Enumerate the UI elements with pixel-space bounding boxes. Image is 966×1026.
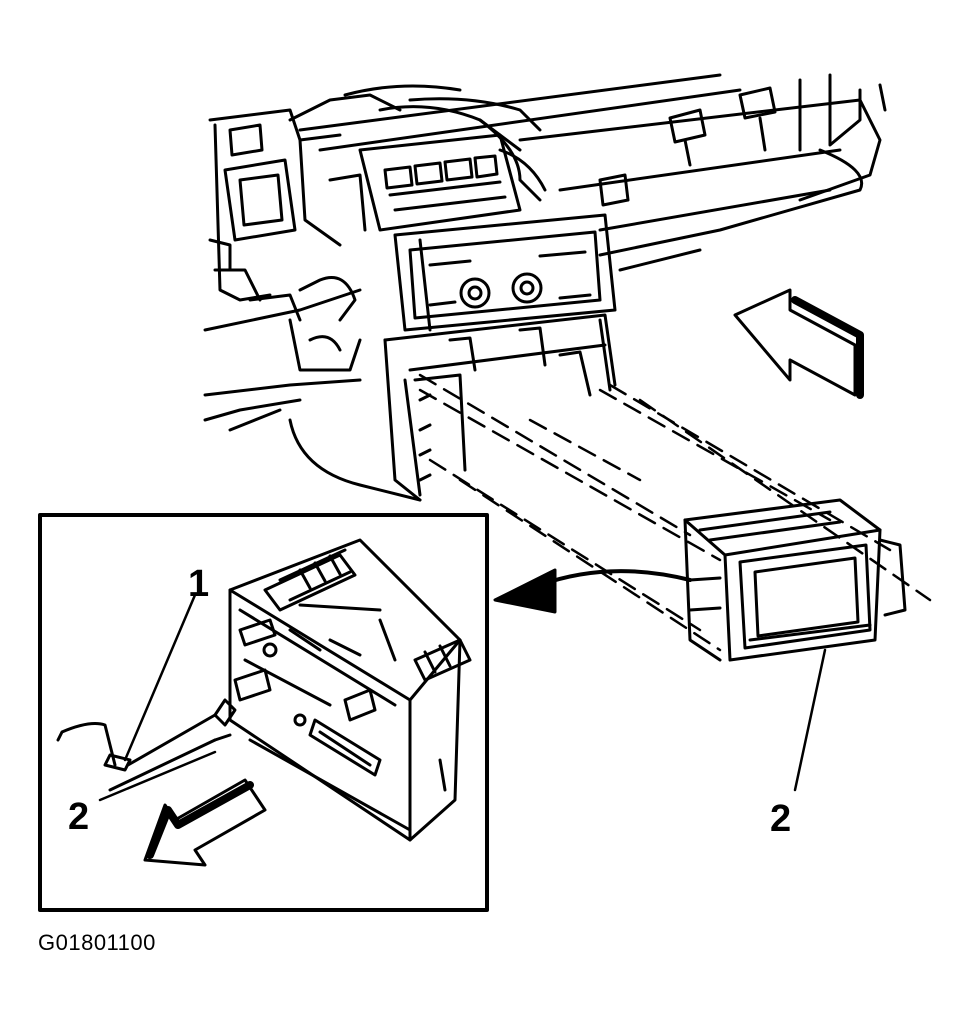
leader-line-main-2	[793, 648, 827, 792]
inset-radio-detail	[56, 538, 472, 842]
callout-2-inset: 2	[68, 796, 90, 838]
leader-line-inset-1	[123, 593, 197, 762]
pull-direction-arrow-icon	[143, 778, 267, 867]
instrument-panel	[203, 73, 887, 502]
figure-code: G01801100	[38, 930, 156, 955]
radio-unit	[683, 498, 907, 662]
install-direction-arrow-icon	[733, 288, 864, 399]
inset-frame	[38, 513, 489, 912]
curved-arrow-icon	[493, 568, 692, 614]
projection-lines	[418, 373, 932, 652]
callout-1-inset: 1	[188, 563, 210, 605]
callout-2-main: 2	[770, 798, 792, 840]
leader-line-inset-2	[98, 750, 217, 802]
